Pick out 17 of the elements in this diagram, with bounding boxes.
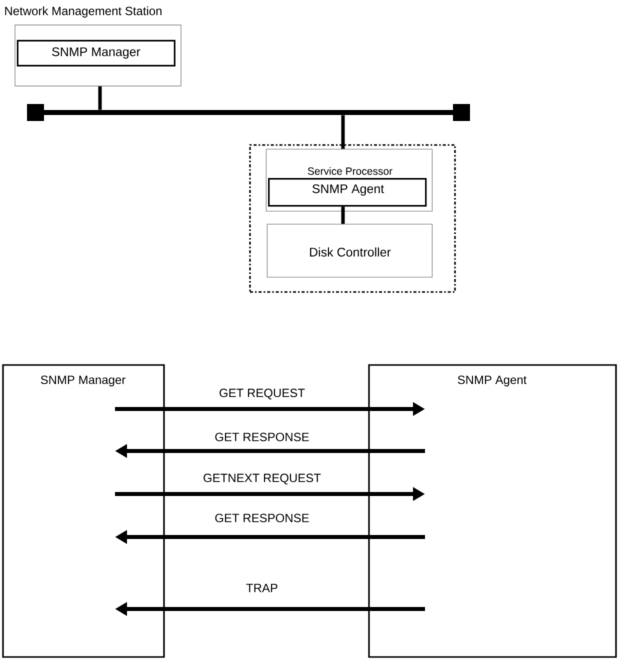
terminator-block xyxy=(453,104,470,121)
edge-label: GET REQUEST xyxy=(218,388,306,400)
process-box: SNMP Agent xyxy=(268,178,427,207)
connector-line xyxy=(341,115,345,149)
connector-line xyxy=(341,206,345,224)
edge-label: GETNEXT REQUEST xyxy=(202,472,322,486)
entity-box: SNMP Manager xyxy=(2,364,165,658)
process-box: Disk Controller xyxy=(266,224,433,278)
terminator-block xyxy=(27,104,44,121)
edge-label: GET RESPONSE xyxy=(214,512,310,524)
entity-box: SNMP Agent xyxy=(368,364,617,658)
node-label: Network Management Station xyxy=(5,6,162,18)
edge-label: GET RESPONSE xyxy=(214,432,310,442)
connector-line xyxy=(98,86,102,110)
device-enclosure xyxy=(249,144,456,293)
edge-label: TRAP xyxy=(245,582,279,594)
process-box: SNMP Manager xyxy=(16,40,176,66)
